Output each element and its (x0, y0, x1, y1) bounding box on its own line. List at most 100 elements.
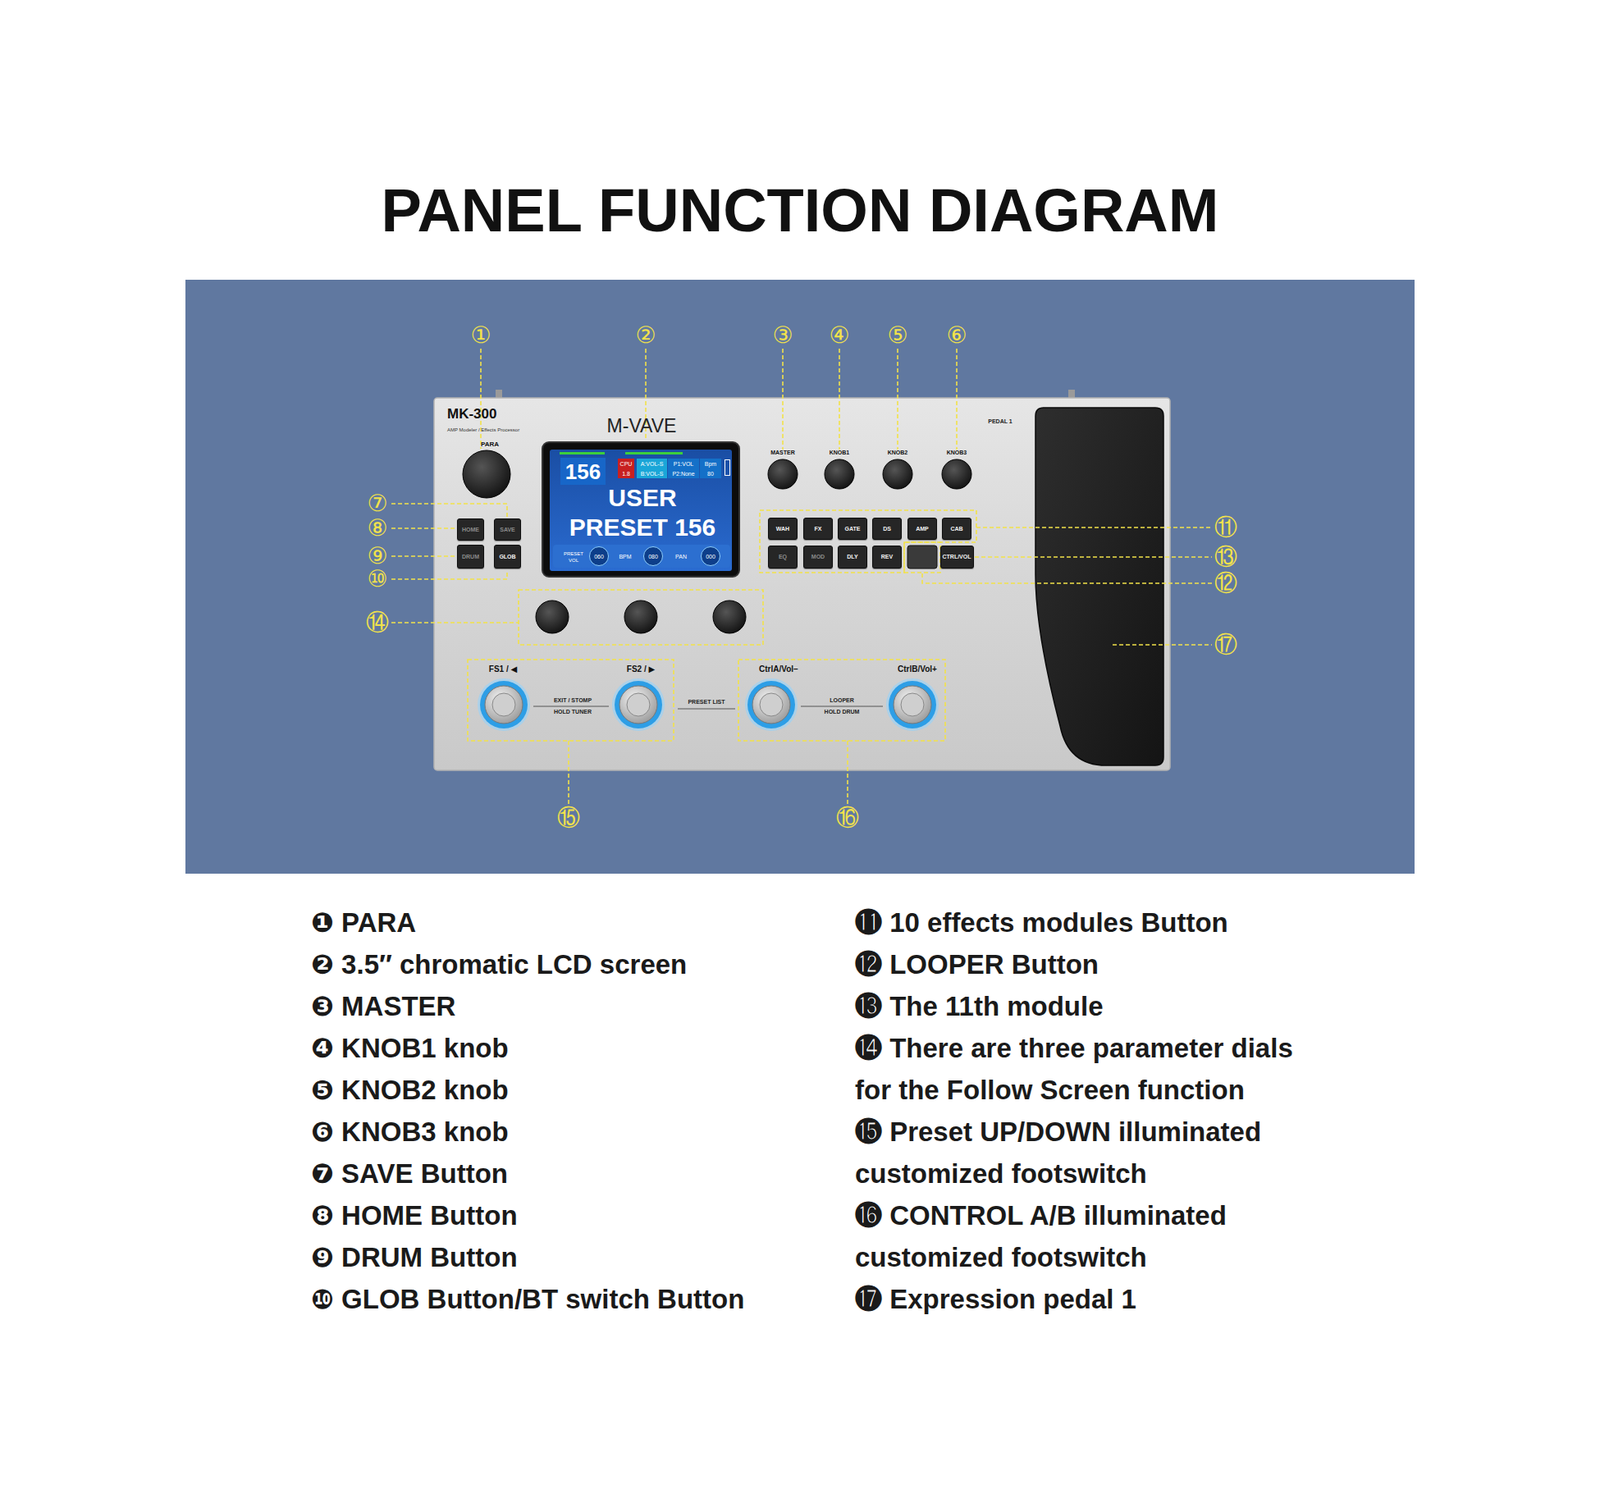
button-label: REV (873, 546, 901, 568)
footswitches (477, 678, 939, 732)
panel-button: EQ (768, 545, 798, 569)
title-text: PANEL FUNCTION DIAGRAM (0, 176, 1600, 246)
panel-button: DLY (837, 545, 868, 569)
button-label: SAVE (494, 519, 521, 540)
callout-number: ⑰ (1214, 633, 1238, 657)
button-label: WAH (768, 518, 797, 540)
legend-item: ⓯ Preset UP/DOWN illuminated customized … (854, 1110, 1319, 1195)
lcd-screen: 156CPU1.8A:VOL-SB:VOL-SP1:VOLP2:NoneBpm8… (541, 441, 741, 578)
button-label: DS (873, 518, 901, 540)
panel-label: AMP Modeler / Effects Processor (447, 427, 520, 434)
button-label: CTRL/VOL (941, 546, 974, 568)
screen-text: 000 (700, 546, 721, 567)
legend-item: ❽ HOME Button (310, 1194, 853, 1237)
panel-label: FS1 / ◀ (489, 664, 517, 674)
callout-number: ② (635, 324, 656, 348)
screen-graphic (724, 459, 731, 476)
button-label: CAB (942, 518, 971, 540)
button-label: DLY (838, 546, 867, 568)
panel-label: MK-300 (447, 406, 497, 423)
legend-item: ⓮ There are three parameter dials for th… (854, 1027, 1319, 1111)
panel-label: PRESET LIST (687, 699, 725, 706)
callout-number: ⑧ (366, 516, 388, 540)
callout-number: ④ (828, 324, 850, 348)
screen-text: B:VOL-S (636, 468, 668, 479)
button-label: HOME (457, 519, 484, 540)
callout-number: ⑨ (366, 544, 388, 568)
device-body (434, 397, 1171, 771)
callout-number: ③ (772, 324, 793, 348)
blue-background (185, 279, 1415, 874)
screen-text: 080 (643, 546, 663, 567)
screen-text: 156 (560, 457, 606, 485)
screen-text: 060 (589, 546, 609, 567)
callout-number: ① (470, 324, 491, 348)
panel-button: MOD (803, 545, 833, 569)
callout-number: ⑤ (886, 324, 908, 348)
screen-text: 80 (699, 468, 722, 479)
legend-item: ❹ KNOB1 knob (310, 1027, 853, 1070)
knob (941, 459, 972, 490)
screen-text: PAN (669, 550, 693, 563)
callout-number: ⑬ (1214, 545, 1238, 569)
leader-lines (391, 348, 1212, 806)
callout-number: ⑦ (366, 492, 388, 516)
legend-item: ⓰ CONTROL A/B illuminated customized foo… (854, 1194, 1319, 1279)
callout-number: ⑩ (366, 567, 388, 591)
panel-button: CTRL/VOL (940, 545, 974, 569)
panel-label: LOOPER (829, 697, 855, 704)
panel-label: PARA (480, 441, 499, 449)
legend-item: ❸ MASTER (310, 985, 853, 1028)
panel-button: REV (872, 545, 902, 569)
button-label: AMP (908, 518, 937, 540)
screen-text: BPM (613, 550, 637, 563)
panel-label: HOLD TUNER (553, 708, 592, 716)
panel-label: FS2 / ▶ (626, 664, 655, 674)
legend-item: ❻ KNOB3 knob (310, 1110, 853, 1153)
callout-number: ⑪ (1214, 516, 1238, 540)
panel-label: CtrlB/Vol+ (897, 664, 938, 674)
panel-button: SAVE (493, 518, 522, 541)
panel-button: GATE (837, 517, 868, 540)
screen-text: Bpm (699, 458, 722, 469)
panel-button: FX (803, 517, 833, 540)
button-label: FX (804, 518, 832, 540)
screen-text: USER PRESET 156 (560, 482, 725, 544)
parameter-dial (713, 600, 746, 634)
panel-label: M-VAVE (607, 416, 677, 437)
para-knob (462, 450, 511, 499)
legend-item: ⓬ LOOPER Button (854, 943, 1319, 986)
panel-label: KNOB2 (887, 449, 909, 457)
screen-text: P1:VOL (667, 458, 700, 469)
panel-label: KNOB1 (829, 449, 851, 457)
panel-button: DRUM (457, 544, 485, 569)
button-label: GLOB (494, 545, 521, 568)
legend-item: ⓭ The 11th module (854, 985, 1319, 1028)
panel-label: CtrlA/Vol− (758, 664, 799, 674)
screen-text: A:VOL-S (636, 458, 668, 469)
screen-text: CPU (617, 458, 635, 469)
knob (768, 459, 798, 490)
callout-number: ⑫ (1214, 571, 1238, 595)
button-label: EQ (768, 546, 797, 568)
callout-number: ⑮ (557, 806, 581, 830)
legend-item: ❺ KNOB2 knob (310, 1069, 853, 1111)
knob (882, 459, 913, 490)
parameter-dial (535, 600, 569, 634)
legend-item: ⓫ 10 effects modules Button (854, 901, 1319, 944)
screen-text: P2:None (667, 468, 700, 479)
legend-item: ❼ SAVE Button (310, 1152, 853, 1195)
screen-text: PRESET VOL (561, 548, 586, 566)
callout-number: ⑯ (836, 806, 860, 830)
panel-button: HOME (457, 518, 485, 541)
panel-label: EXIT / STOMP (553, 697, 592, 704)
panel-button: AMP (907, 517, 938, 540)
screen-graphic (625, 452, 683, 455)
panel-button: CAB (941, 517, 972, 540)
panel-lines (533, 706, 883, 709)
panel-label: MASTER (770, 449, 796, 457)
panel-button: DS (872, 517, 902, 540)
callout-number: ⑭ (365, 611, 389, 635)
legend-item: ❾ DRUM Button (310, 1236, 853, 1279)
